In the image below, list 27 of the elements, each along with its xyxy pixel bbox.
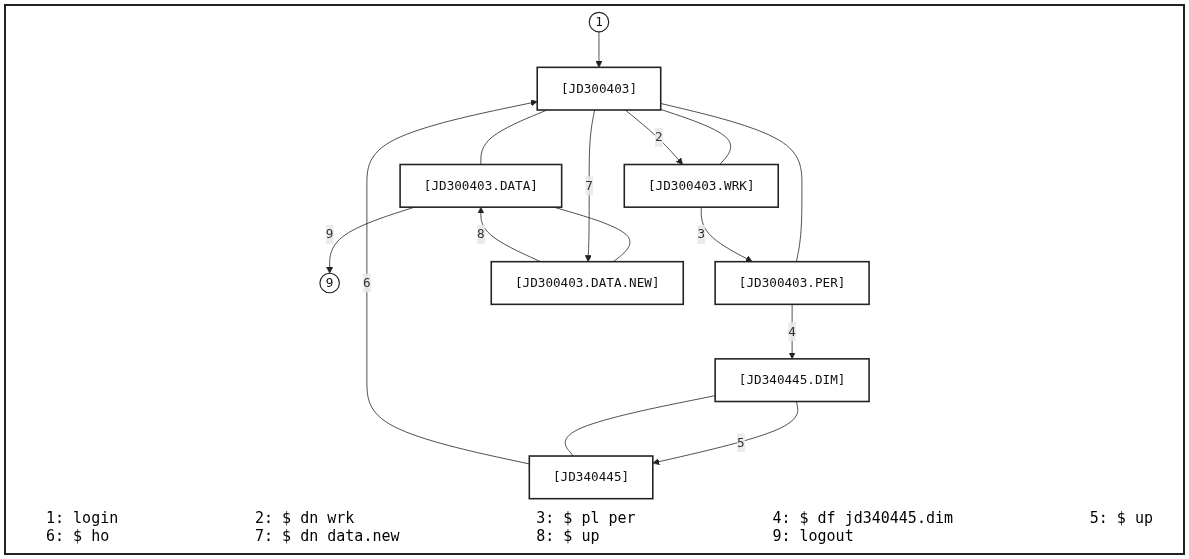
edge-label: 2	[655, 129, 663, 145]
edge-label: 8	[477, 226, 485, 242]
edge-label: 5	[737, 434, 745, 450]
edge-label: 9	[325, 226, 334, 242]
node-box: [JD300403.PER]	[714, 260, 870, 306]
edge-label: 4	[788, 323, 796, 339]
node-box: [JD340445]	[528, 455, 654, 500]
connector	[660, 109, 732, 165]
node-box: [JD340445.DIM]	[714, 358, 870, 403]
connector	[564, 395, 716, 457]
node-box: [JD300403]	[536, 66, 662, 111]
command-note: 2: $ dn wrk	[255, 509, 356, 527]
node-circle: 1	[588, 11, 610, 33]
command-note: 7: $ dn data.new	[255, 527, 400, 545]
node-box: [JD300403.DATA.NEW]	[490, 260, 685, 306]
edge-label: 7	[585, 177, 593, 193]
command-note: 8: $ up	[536, 527, 601, 545]
node-box: [JD300403.DATA]	[399, 163, 563, 208]
command-note: 6: $ ho	[46, 527, 111, 545]
node-circle: 9	[319, 272, 340, 294]
node-box: [JD300403.WRK]	[623, 163, 779, 208]
command-note: 5: $ up	[1089, 509, 1153, 527]
edge-label: 3	[697, 226, 706, 242]
command-note: 9: logout	[772, 527, 855, 545]
command-note: 4: $ df jd340445.dim	[772, 509, 953, 527]
edge-label: 6	[363, 275, 371, 291]
command-note: 1: login	[46, 509, 119, 527]
